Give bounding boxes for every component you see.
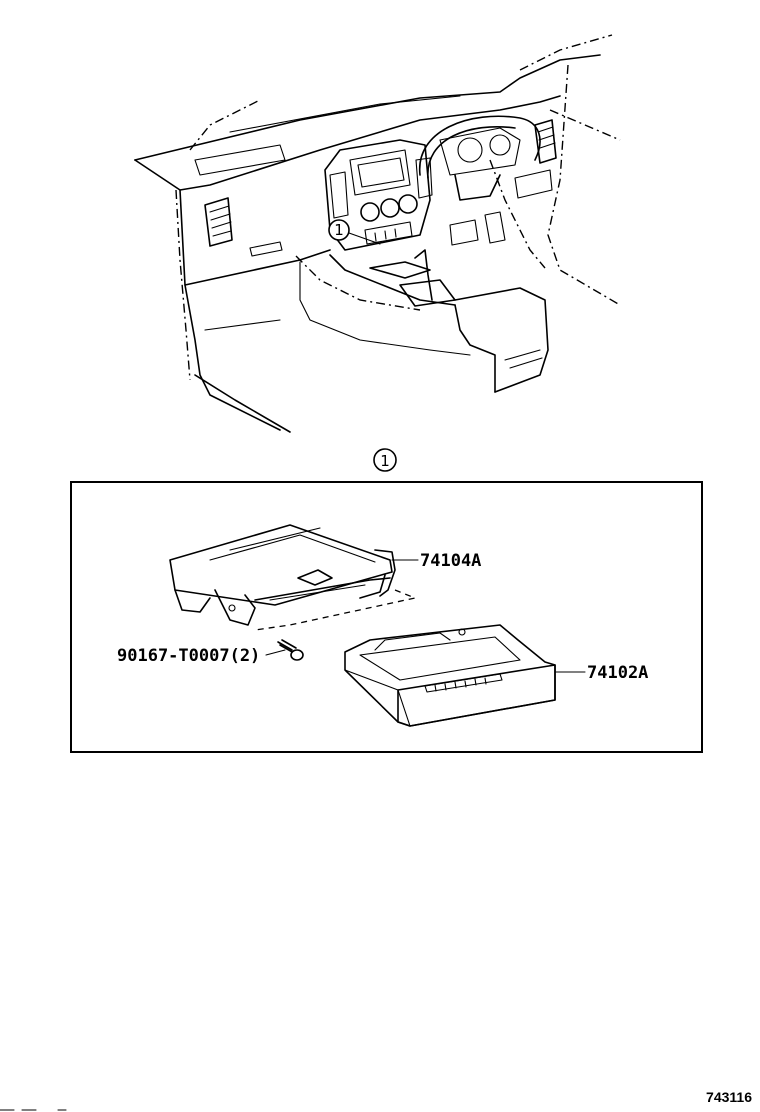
callout-number-overview: 1	[334, 221, 344, 239]
holder-part-drawing	[169, 524, 396, 626]
callout-bubble-detail	[373, 448, 397, 472]
drawing-id: 743116	[706, 1089, 752, 1105]
detail-view-frame	[70, 481, 703, 753]
leader-90167	[265, 649, 286, 656]
screw-drawing	[277, 639, 304, 661]
callout-bubble-overview	[328, 219, 350, 241]
part-number-90167[interactable]: 90167-T0007(2)	[117, 646, 260, 666]
dashboard-overview-drawing	[134, 34, 621, 433]
callout-number-detail: 1	[380, 452, 390, 470]
part-number-74104a[interactable]: 74104A	[420, 551, 481, 571]
pocket-part-drawing	[344, 624, 556, 727]
part-number-74102a[interactable]: 74102A	[587, 663, 648, 683]
